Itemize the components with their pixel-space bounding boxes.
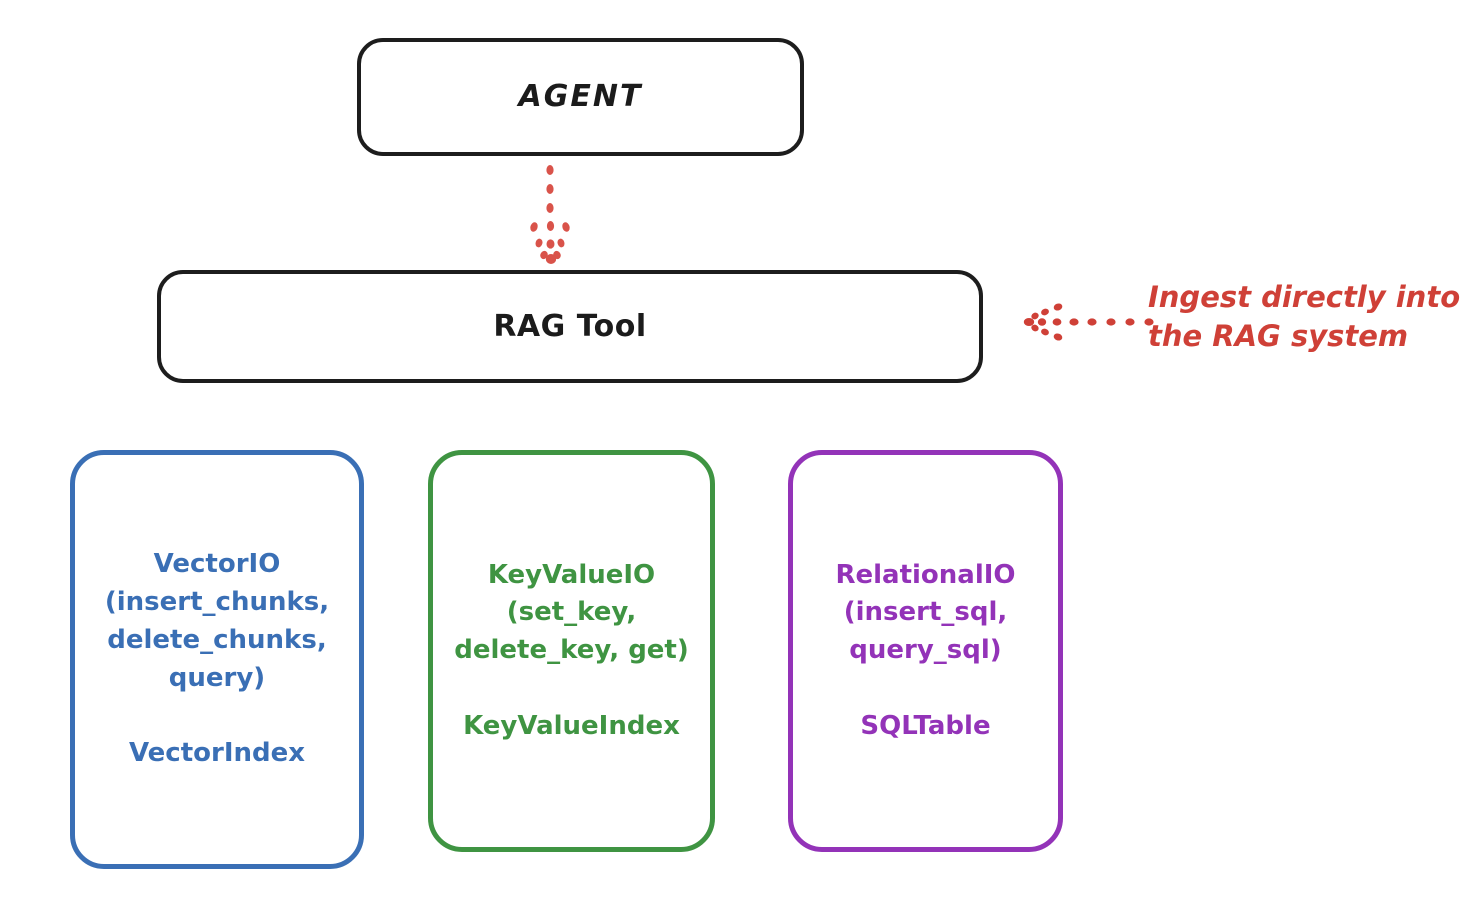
node-agent-label: AGENT <box>518 79 643 115</box>
node-key-value-io-label: KeyValueIO (set_key, delete_key, get) Ke… <box>454 559 689 741</box>
node-agent[interactable]: AGENT <box>357 38 804 156</box>
node-rag-tool-label: RAG Tool <box>493 308 647 344</box>
node-relational-io-label: RelationalIO (insert_sql, query_sql) SQL… <box>835 559 1016 741</box>
connector-agent-to-rag-tool <box>500 160 610 272</box>
node-vector-io[interactable]: VectorIO (insert_chunks, delete_chunks, … <box>70 450 364 869</box>
dotted-arrow-down-icon <box>530 165 570 264</box>
dotted-arrow-left-icon <box>1023 303 1154 341</box>
node-relational-io[interactable]: RelationalIO (insert_sql, query_sql) SQL… <box>788 450 1063 852</box>
node-key-value-io[interactable]: KeyValueIO (set_key, delete_key, get) Ke… <box>428 450 715 852</box>
connector-ingest-note-to-rag-tool <box>1018 296 1158 348</box>
node-rag-tool[interactable]: RAG Tool <box>157 270 983 383</box>
node-vector-io-label: VectorIO (insert_chunks, delete_chunks, … <box>104 549 330 768</box>
annotation-ingest-note: Ingest directly into the RAG system <box>1148 280 1461 354</box>
